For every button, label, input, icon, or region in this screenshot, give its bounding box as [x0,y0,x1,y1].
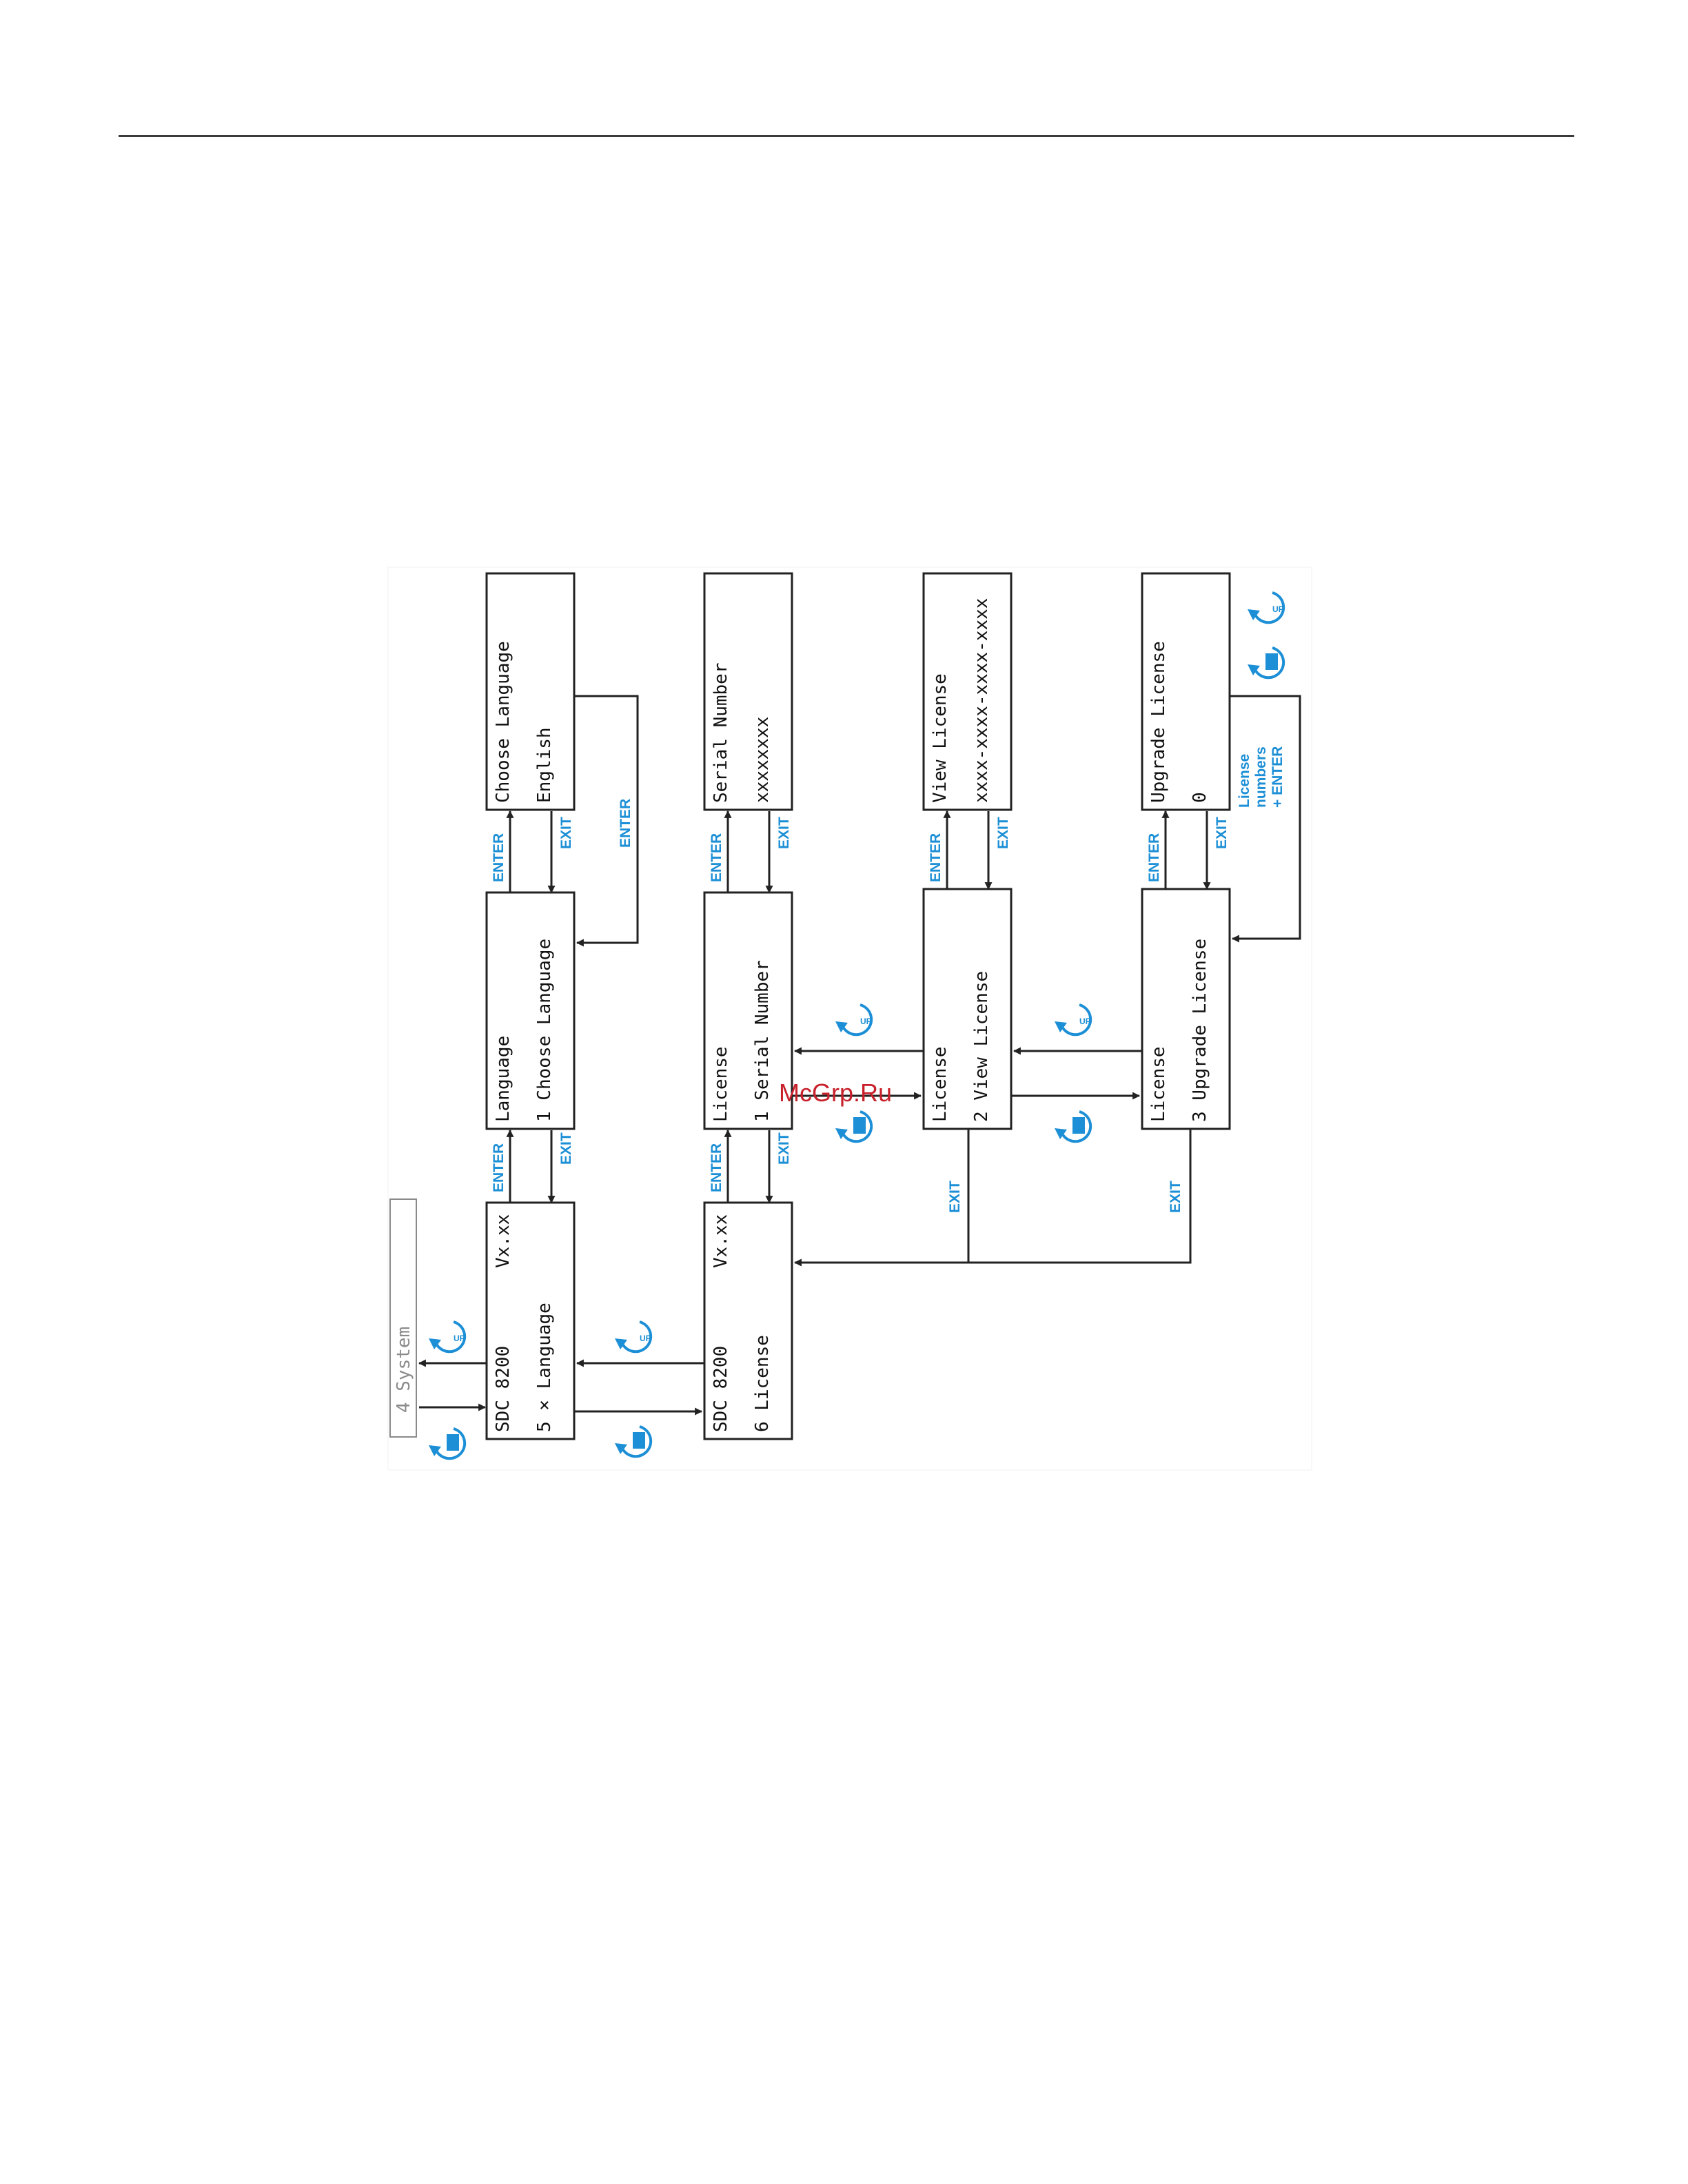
menu-box-language: Language 1 Choose Language [485,891,576,1130]
enter-label: ENTER [491,1143,507,1192]
license-serial-line1: License [711,1046,731,1122]
license-upgrade-line2: 3 Upgrade License [1190,939,1210,1122]
menu-box-serial-number: Serial Number xxxxxxxx [703,572,793,811]
system-label: 4 System [394,1327,414,1413]
enter-label: ENTER [618,799,633,848]
view-license-line2: xxxx-xxxx-xxxx-xxxx [971,598,992,803]
sdc-license-line1: SDC 8200 [711,1346,731,1432]
enter-label: ENTER [928,833,944,882]
menu-box-license-view: License 2 View License [922,888,1013,1130]
exit-label: EXIT [995,817,1011,849]
menu-box-license-serial: License 1 Serial Number [703,891,793,1130]
arrow-license-numbers-loop [1230,695,1301,943]
choose-language-line2: English [534,727,555,803]
rotate-up-icon [834,1003,873,1037]
sdc-language-version: Vx.xx [493,1214,513,1268]
rotate-down-icon [1246,646,1285,680]
rotate-down-icon [613,1425,653,1458]
rotate-down-icon [834,1110,873,1143]
menu-box-sdc-language: SDC 8200 Vx.xx 5 × Language [485,1201,576,1440]
enter-label: ENTER [709,833,724,882]
exit-label: EXIT [776,1132,792,1165]
license-upgrade-line1: License [1148,1046,1169,1122]
rotate-up-icon [427,1320,467,1354]
enter-label: ENTER [491,833,507,882]
enter-label: ENTER [1146,833,1162,882]
rotate-down-icon [427,1427,467,1460]
sdc-language-line2: 5 × Language [534,1303,555,1432]
rotate-up-icon [613,1320,653,1354]
upgrade-license-line2: 0 [1190,792,1210,803]
arrow-enter-loop [574,695,639,947]
top-rule [119,135,1574,137]
exit-label: EXIT [1214,817,1230,849]
license-numbers-label-2: numbers [1253,746,1269,808]
menu-box-sdc-license: SDC 8200 Vx.xx 6 License [703,1201,793,1440]
menu-box-license-upgrade: License 3 Upgrade License [1141,888,1231,1130]
license-view-line1: License [930,1046,950,1122]
exit-label: EXIT [558,1132,574,1165]
serial-number-line1: Serial Number [711,663,731,804]
sdc-license-line2: 6 License [752,1335,773,1432]
license-view-line2: 2 View License [971,971,992,1122]
menu-box-upgrade-license: Upgrade License 0 [1141,572,1231,811]
exit-label: EXIT [558,817,574,849]
sdc-language-line1: SDC 8200 [493,1346,513,1432]
rotate-up-icon [1053,1003,1092,1037]
menu-box-system: 4 System [389,1198,417,1438]
choose-language-line1: Choose Language [493,641,513,803]
exit-label: EXIT [776,817,792,849]
language-line1: Language [493,1036,513,1122]
exit-label: EXIT [947,1181,963,1213]
serial-number-line2: xxxxxxxx [752,717,773,803]
watermark: McGrp.Ru [779,1079,892,1107]
sdc-license-version: Vx.xx [711,1214,731,1268]
view-license-line1: View License [930,673,950,803]
menu-box-choose-language: Choose Language English [485,572,576,811]
license-numbers-label-1: License [1237,754,1252,808]
exit-label: EXIT [1168,1181,1183,1213]
enter-label: ENTER [709,1143,724,1192]
rotate-up-icon [1246,591,1285,624]
exit-return-arrow [793,1129,970,1267]
rotate-down-icon [1053,1110,1092,1143]
license-numbers-label-3: + ENTER [1270,746,1285,808]
language-line2: 1 Choose Language [534,939,555,1122]
menu-box-view-license: View License xxxx-xxxx-xxxx-xxxx [922,572,1013,811]
upgrade-license-line1: Upgrade License [1148,641,1169,803]
figure-frame [387,567,1312,1471]
license-serial-line2: 1 Serial Number [752,960,773,1122]
